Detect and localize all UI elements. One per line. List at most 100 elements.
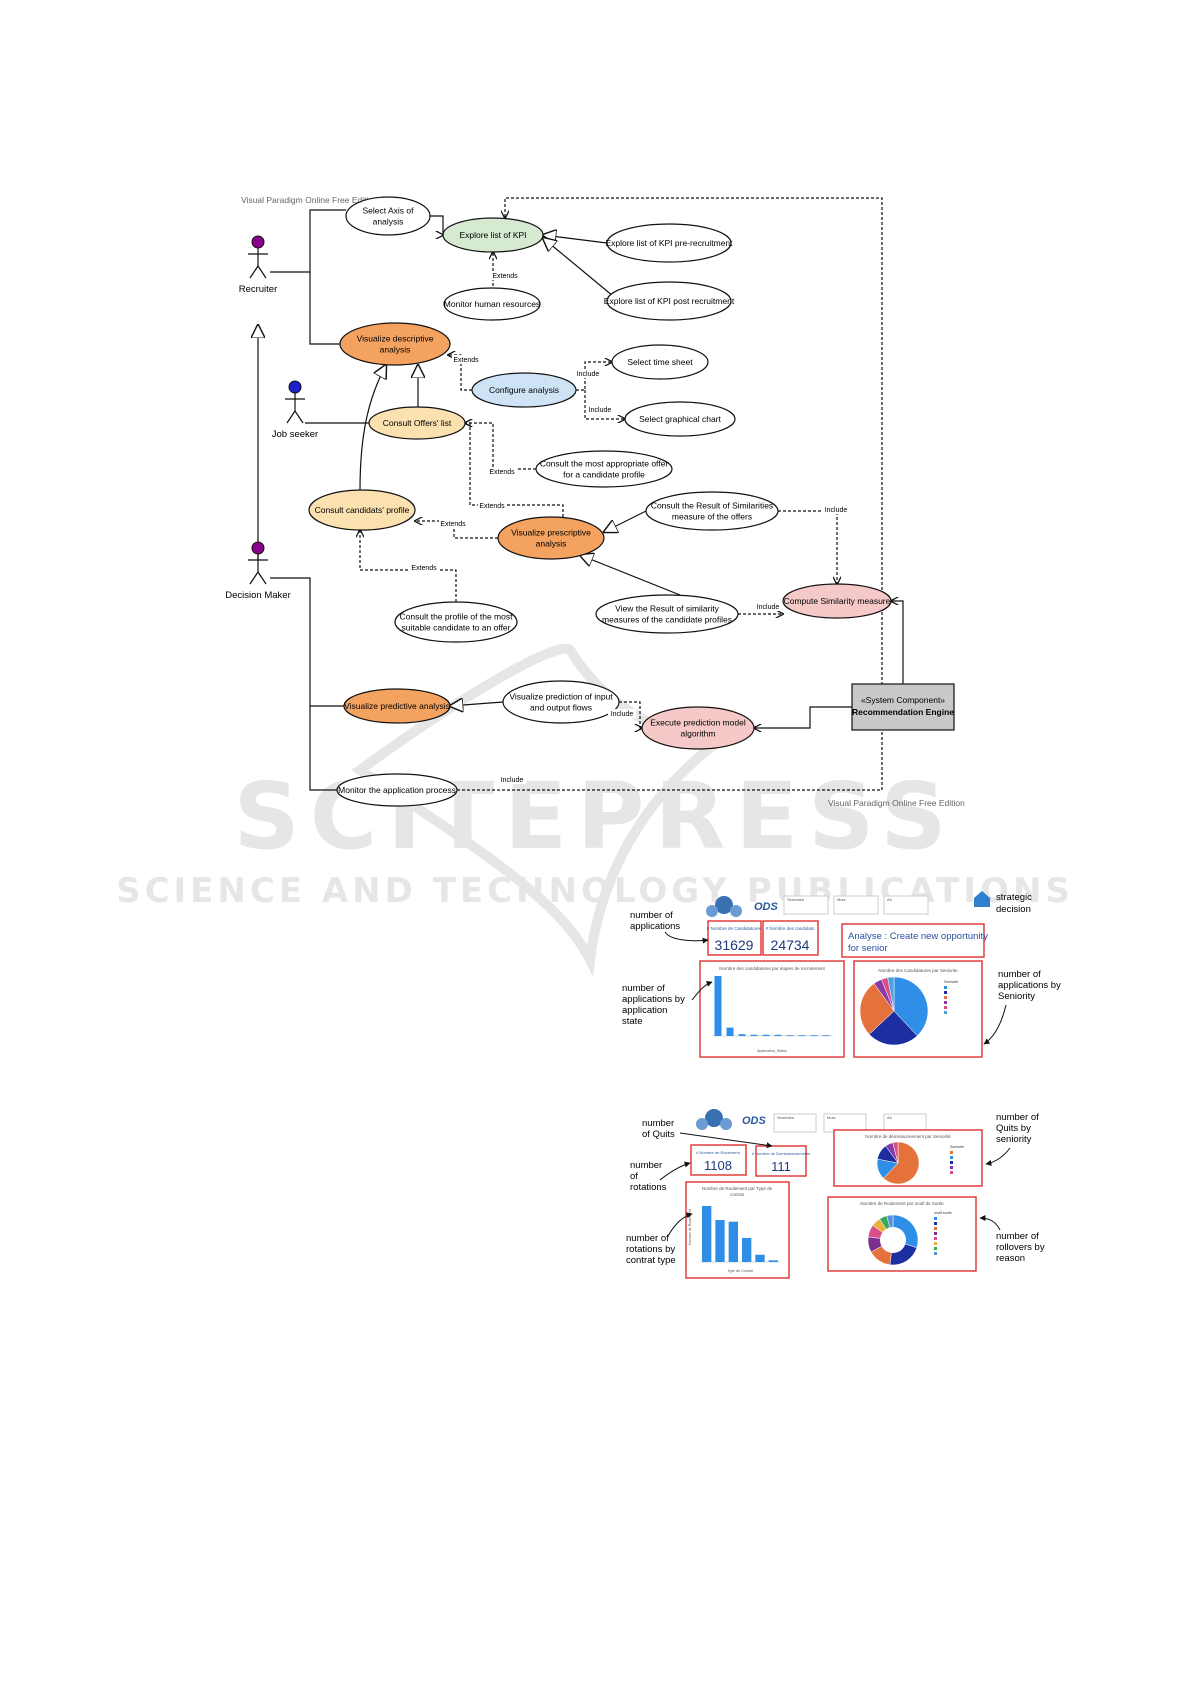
legend-swatch-3 [944,1001,947,1004]
kpi-card-candidates [762,920,819,956]
kpi2-1-value: 1108 [704,1158,732,1173]
filter-mois[interactable] [833,895,879,915]
usecase-label: Consult the profile of the most [400,612,514,622]
edge-label-bg [754,602,782,611]
usecase-label: Monitor human resources [444,299,540,309]
edge-label-bg [586,405,614,414]
actor-decision-maker: Decision Maker [225,541,291,601]
usecase-label: Consult candidats' profile [315,505,410,515]
usecase-explore-list-of-kpi-post-recruitment: Explore list of KPI post recruitment [604,281,735,321]
pie-slice-1 [868,1010,918,1046]
ann-rotations-3: rotations [630,1182,667,1193]
gen-post-explore [543,238,614,297]
edge-label-bg [498,775,526,784]
usecase-label: for a candidate profile [563,470,645,480]
legend-swatch-5 [934,1242,937,1245]
legend-swatch-0 [944,986,947,989]
usecase-monitor-human-resources: Monitor human resources [443,287,541,321]
ann-rotations-2: of [630,1171,638,1182]
edge-label-bg [410,563,438,572]
usecase-label: and output flows [530,703,592,713]
usecase-label: Select Axis of [362,206,414,216]
watermark-sub: SCIENCE AND TECHNOLOGY PUBLICATIONS [116,871,1074,911]
bar-chart-2 [700,1206,780,1263]
edge-label: Include [611,711,634,718]
pie1-legend-title: Seniorite [944,980,958,984]
usecase-label: Select graphical chart [639,414,721,424]
gen-similarities-prescriptive [604,510,647,532]
usecase-explore-list-of-kpi-pre-recruitment: Explore list of KPI pre-recruitment [605,223,733,263]
pie-slice-0 [883,1141,920,1185]
dash1-logo-text: ODS [754,901,779,913]
edge-label-bg [491,271,519,280]
legend-swatch-5 [944,1011,947,1014]
usecase-label: analysis [373,217,404,227]
legend-swatch-7 [934,1252,937,1255]
donut-chart [867,1214,937,1266]
ann-bystate-3: application [622,1005,667,1016]
edge-label: Extends [489,469,515,476]
bar2-title-2: contrat [730,1192,745,1197]
kpi1-label: # Nombre de Candidatures [707,926,762,931]
bar-1 [702,1206,712,1262]
use-case-diagram: Visual Paradigm Online Free Edition Visu… [225,195,965,808]
usecase-compute-similarity-measure: Compute Similarity measure [782,583,892,619]
include-similarity-compute [778,510,837,584]
analyse-box [841,923,985,958]
link-engine-execute [754,706,852,728]
usecase-label: Execute prediction model [650,718,746,728]
legend-swatch-1 [934,1222,937,1225]
home-icon[interactable] [974,891,990,907]
bar1-xlabel: Application_Status [757,1049,787,1053]
pie2-legend-title: Seniorite [950,1145,964,1149]
usecase-label: View the Result of similarity [615,604,720,614]
ann-applications-2: applications [630,921,680,932]
analyse-line-2: for senior [848,943,888,954]
usecase-label: analysis [380,345,411,355]
component-stereotype: «System Component» [861,695,945,705]
actor-job-seeker: Job seeker [272,380,318,440]
edge-label-bg [574,369,602,378]
edge-label: Extends [453,357,479,364]
kpi2-value: 24734 [771,937,810,953]
usecase-label: Explore list of KPI post recruitment [604,296,735,306]
donut-hole [880,1227,906,1253]
gen-view-prescriptive [580,555,681,596]
pie-chart-2 [876,1141,953,1185]
edge-label: Include [577,371,600,378]
dash1-annotations: number of applications number of applica… [622,910,1061,1045]
edge-label-bg [822,505,850,514]
usecase-label: Monitor the application process [338,785,456,795]
filter-semestre-label: Semestre [787,897,805,902]
usecase-label: Visualize predictive analysis [344,701,450,711]
bar2-title-1: Nombre de Roulement par Type de [702,1186,773,1191]
edge-label: Extends [492,273,518,280]
actor-label: Job seeker [272,429,318,440]
usecase-label: algorithm [681,729,716,739]
usecase-consult-the-result-of-similarities-measure-of-the-offers: Consult the Result of Similaritiesmeasur… [645,491,779,531]
filter-mois-label: Mois [837,897,845,902]
system-component-box: «System Component» Recommendation Engine [851,683,955,731]
publisher-watermark: SCITEPRESS SCIENCE AND TECHNOLOGY PUBLIC… [116,643,1074,977]
bar-2 [726,1027,734,1036]
usecase-label: Select time sheet [627,357,693,367]
component-name: Recommendation Engine [852,707,954,717]
include-prediction-execute [619,701,642,728]
filter-semestre[interactable] [783,895,829,915]
filter-an[interactable] [883,895,929,915]
usecase-consult-candidats-profile: Consult candidats' profile [308,489,416,531]
bar-3 [728,1221,738,1262]
vp-watermark-bottom: Visual Paradigm Online Free Edition [828,798,965,808]
dash1-logo: ODS [706,896,779,917]
filter2-semestre[interactable] [773,1113,817,1133]
donut-title: Nombre de Roulement par motif de Sortie [860,1201,944,1206]
bar-9 [810,1035,818,1036]
usecase-label: Compute Similarity measure [784,596,891,606]
usecase-label: measure of the offers [672,512,752,522]
